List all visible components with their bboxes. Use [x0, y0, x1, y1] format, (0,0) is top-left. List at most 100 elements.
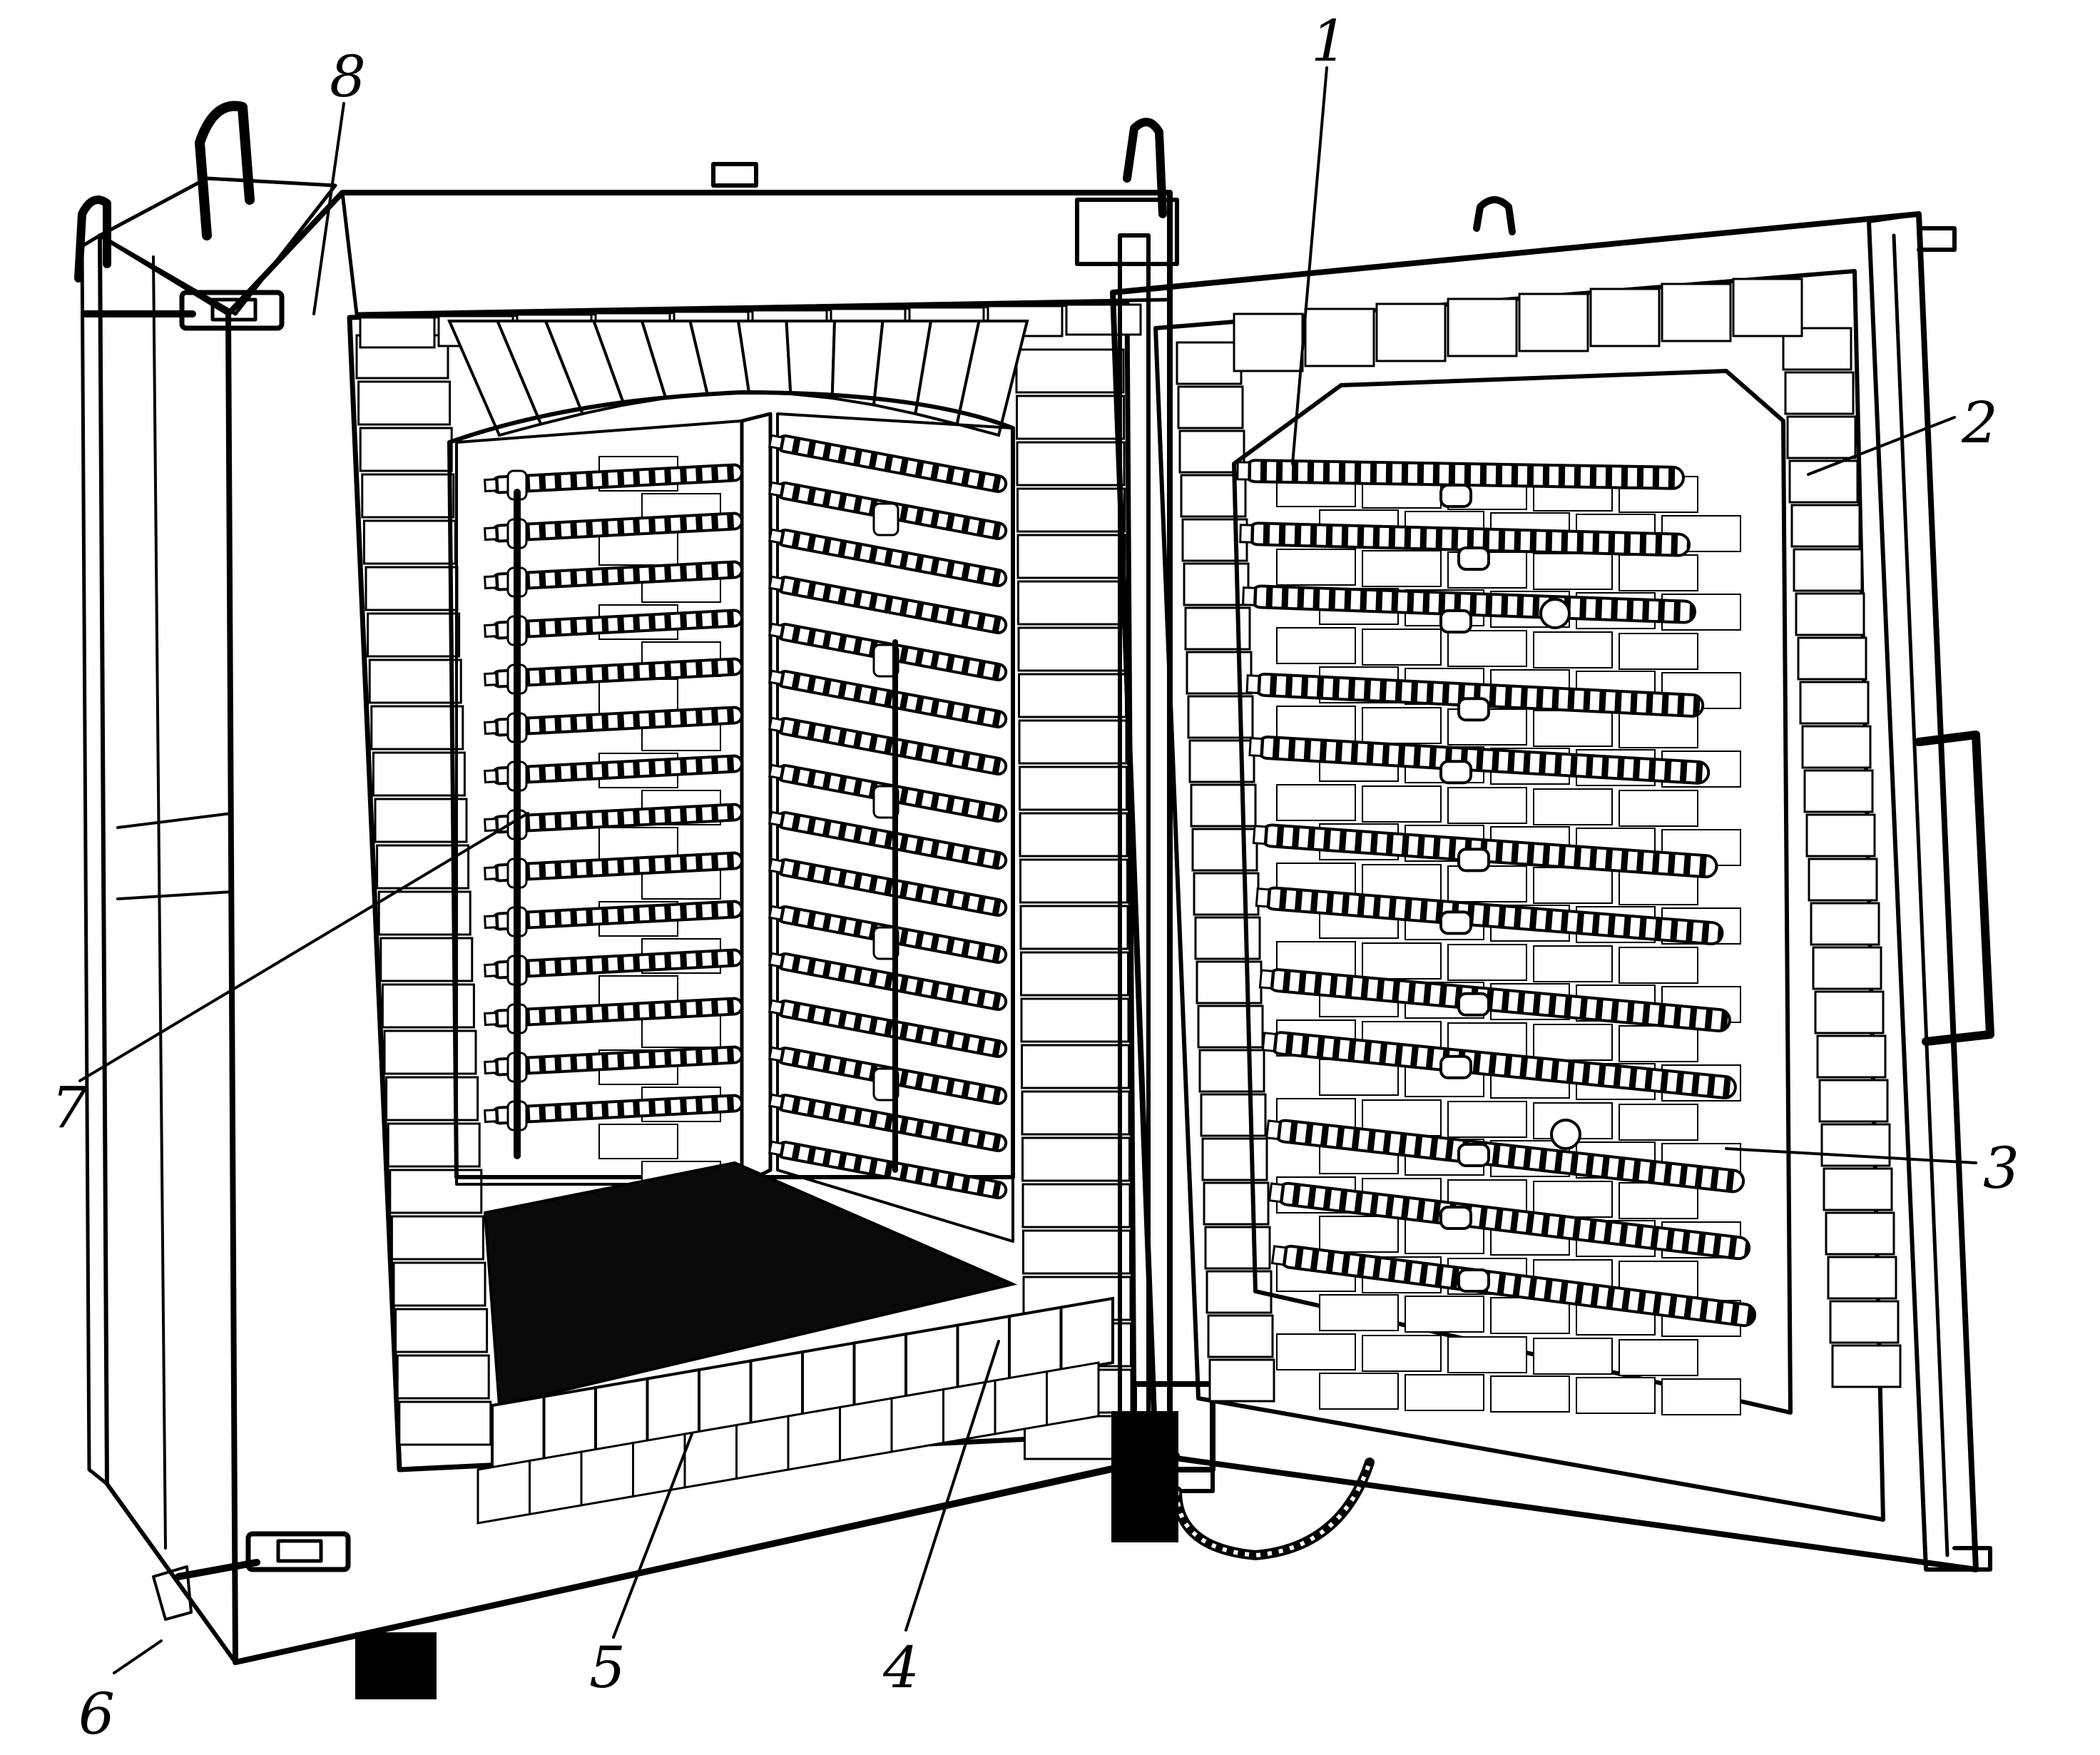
hearth-brick-lower [632, 1433, 686, 1498]
hearth-brick-lower [580, 1441, 634, 1507]
heater-end [768, 622, 785, 639]
left-chamber-heater [484, 803, 744, 834]
heater-body [1270, 1244, 1757, 1328]
door-inner-brick [1362, 1335, 1442, 1372]
brick [1016, 487, 1126, 533]
door-brick [1177, 385, 1244, 429]
door-heater [1268, 1181, 1751, 1261]
door-inner-brick [1276, 549, 1356, 586]
heater-body [484, 948, 744, 980]
brick [1020, 951, 1129, 997]
heater-end [1242, 586, 1256, 606]
door-inner-brick [1533, 945, 1613, 982]
door-inner-brick [1576, 1377, 1656, 1414]
door-brick [1203, 1181, 1270, 1226]
door-inner-brick [1362, 550, 1442, 587]
door-brick [1196, 960, 1263, 1004]
door-brick [1207, 1314, 1274, 1358]
heater-spiral [775, 434, 1008, 493]
heater-end [768, 1140, 785, 1156]
heater-spiral [775, 576, 1008, 634]
brick [383, 1029, 477, 1075]
heater-end [768, 810, 785, 827]
door-heater [1261, 1031, 1737, 1099]
brick [368, 658, 462, 704]
brick [1021, 1090, 1131, 1136]
door-brick [1194, 916, 1261, 960]
heater-end [484, 963, 498, 978]
heater-end [768, 905, 785, 921]
door-inner-brick [1490, 1375, 1570, 1413]
callout-labels: 1 2 3 4 5 6 7 8 [51, 8, 2019, 1747]
heater-end [1248, 737, 1263, 758]
left-chamber-heater [484, 997, 744, 1028]
door-inner-brick [1533, 788, 1613, 825]
heater-hangers [514, 489, 898, 1173]
brick [1019, 858, 1128, 904]
door-heater [1270, 1244, 1757, 1328]
door-inner-brick [1447, 630, 1527, 667]
brick [361, 473, 455, 519]
door-brick [1188, 739, 1255, 783]
door-brick [1801, 725, 1872, 769]
brick [1021, 1044, 1130, 1089]
heater-body [768, 999, 1008, 1058]
lifting-handles [74, 101, 1516, 283]
heater-body [768, 952, 1008, 1011]
heater-clip [1457, 546, 1490, 571]
door-inner-brick [1276, 706, 1356, 743]
brick [1019, 812, 1128, 858]
brick [359, 427, 453, 472]
heater-end [768, 669, 785, 686]
door-inner-brick [1447, 1101, 1527, 1138]
callout-7: 7 [51, 1074, 88, 1141]
brick [1018, 719, 1128, 765]
door-brick [1808, 858, 1878, 902]
door-brick [1208, 1358, 1275, 1403]
brick [1017, 626, 1127, 672]
door-brick [1204, 1226, 1271, 1270]
brick [1022, 1229, 1131, 1275]
heater-end [768, 481, 785, 497]
heater-end [768, 1046, 785, 1062]
door-brick-top [1304, 307, 1375, 367]
left-chamber-heater [484, 948, 744, 980]
heater-body [484, 512, 744, 543]
door-inner-brick [1447, 787, 1527, 824]
door-inner-brick [1619, 1104, 1698, 1141]
door-heater [1258, 968, 1731, 1033]
heater-clip [1439, 1054, 1472, 1079]
heater-body [1236, 459, 1686, 490]
heater-body [1258, 968, 1731, 1033]
door-inner-brick [1447, 944, 1527, 981]
heater-spiral [775, 811, 1008, 870]
door-inner-brick [1619, 790, 1698, 827]
right-chamber-heater [768, 858, 1008, 917]
door-inner-brick [1405, 1296, 1484, 1333]
hearth-brick [1059, 1296, 1114, 1373]
heater-end [484, 915, 498, 930]
heater-end [768, 528, 785, 544]
callout-8: 8 [330, 44, 366, 110]
hearth-brick-lower [787, 1405, 841, 1471]
heater-clip [1439, 609, 1472, 634]
arch-brick [955, 320, 1029, 437]
heater-end [768, 999, 785, 1015]
open-door [1110, 211, 1994, 1572]
callout-5: 5 [589, 1634, 626, 1701]
heater-end [484, 672, 498, 687]
door-inner-brick [1319, 1294, 1399, 1331]
door-clamps [82, 290, 351, 1621]
callout-4: 4 [882, 1634, 919, 1701]
door-brick [1823, 1167, 1893, 1211]
heater-end [484, 769, 498, 784]
heater-end [484, 721, 498, 736]
hearth-brick-lower [1046, 1361, 1100, 1427]
heater-end [768, 952, 785, 968]
door-brick [1190, 783, 1257, 828]
door-inner-brick [1619, 1182, 1698, 1219]
heater-clip [1457, 992, 1490, 1017]
brick [359, 316, 436, 349]
door-inner-brick [1619, 1339, 1698, 1376]
